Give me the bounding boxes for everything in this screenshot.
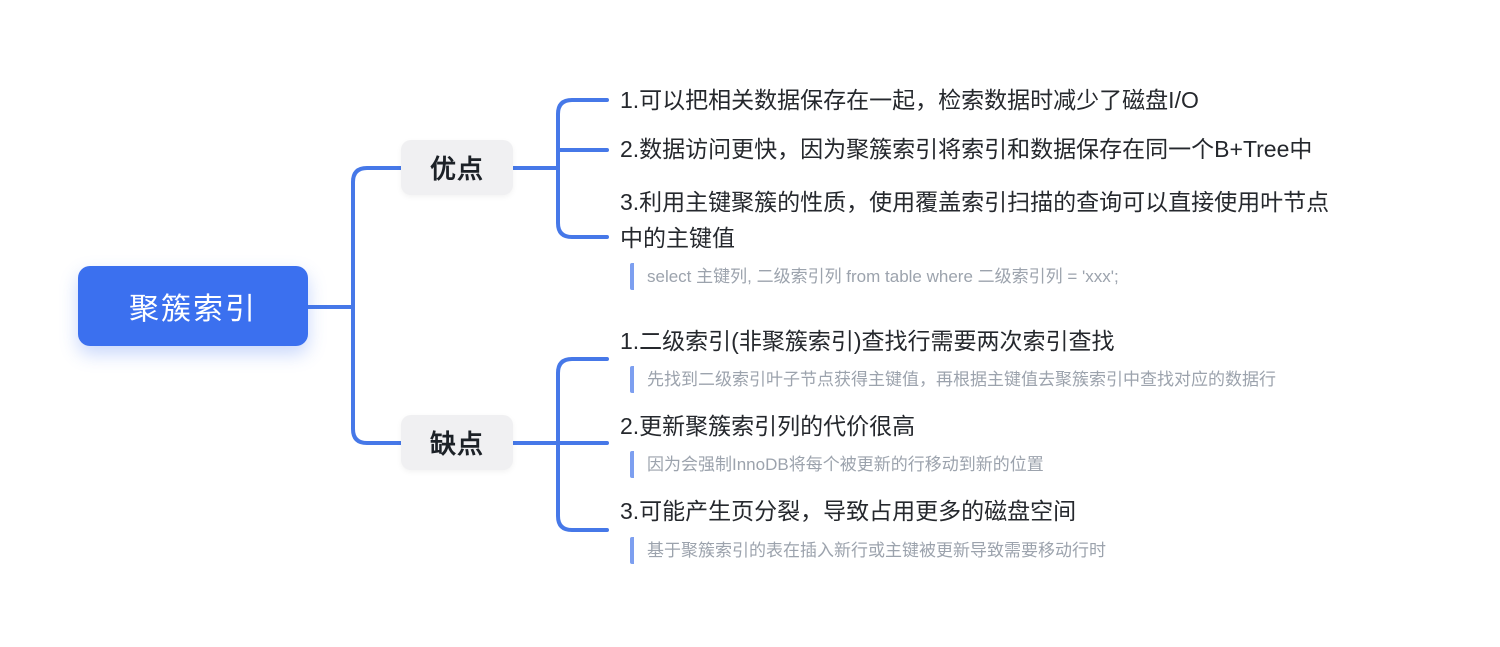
disadvantage-item-1-note[interactable]: 先找到二级索引叶子节点获得主键值，再根据主键值去聚簇索引中查找对应的数据行: [630, 366, 1276, 393]
advantages-node[interactable]: 优点: [401, 140, 513, 195]
disadvantage-item-2[interactable]: 2.更新聚簇索引列的代价很高: [620, 413, 916, 439]
root-node-clustered-index[interactable]: 聚簇索引: [78, 266, 308, 346]
advantage-item-3-note[interactable]: select 主键列, 二级索引列 from table where 二级索引列…: [630, 263, 1119, 290]
advantage-item-2[interactable]: 2.数据访问更快，因为聚簇索引将索引和数据保存在同一个B+Tree中: [620, 136, 1313, 162]
disadvantage-item-3[interactable]: 3.可能产生页分裂，导致占用更多的磁盘空间: [620, 498, 1077, 524]
level1-trunk-line: [351, 166, 403, 445]
disadvantages-bracket: [556, 357, 609, 532]
disadvantage-item-1[interactable]: 1.二级索引(非聚簇索引)查找行需要两次索引查找: [620, 328, 1115, 354]
advantage-item-1[interactable]: 1.可以把相关数据保存在一起，检索数据时减少了磁盘I/O: [620, 87, 1199, 113]
advantages-node-label: 优点: [429, 154, 484, 184]
disadvantage-item-3-note[interactable]: 基于聚簇索引的表在插入新行或主键被更新导致需要移动行时: [630, 537, 1106, 564]
advantages-bracket: [556, 98, 609, 239]
disadvantages-node[interactable]: 缺点: [401, 415, 513, 470]
root-node-label: 聚簇索引: [129, 293, 257, 326]
disadvantages-node-label: 缺点: [429, 429, 484, 459]
disadvantage-item-2-note[interactable]: 因为会强制InnoDB将每个被更新的行移动到新的位置: [630, 451, 1044, 478]
advantage-item-3[interactable]: 3.利用主键聚簇的性质，使用覆盖索引扫描的查询可以直接使用叶节点 中的主键值: [620, 189, 1330, 251]
